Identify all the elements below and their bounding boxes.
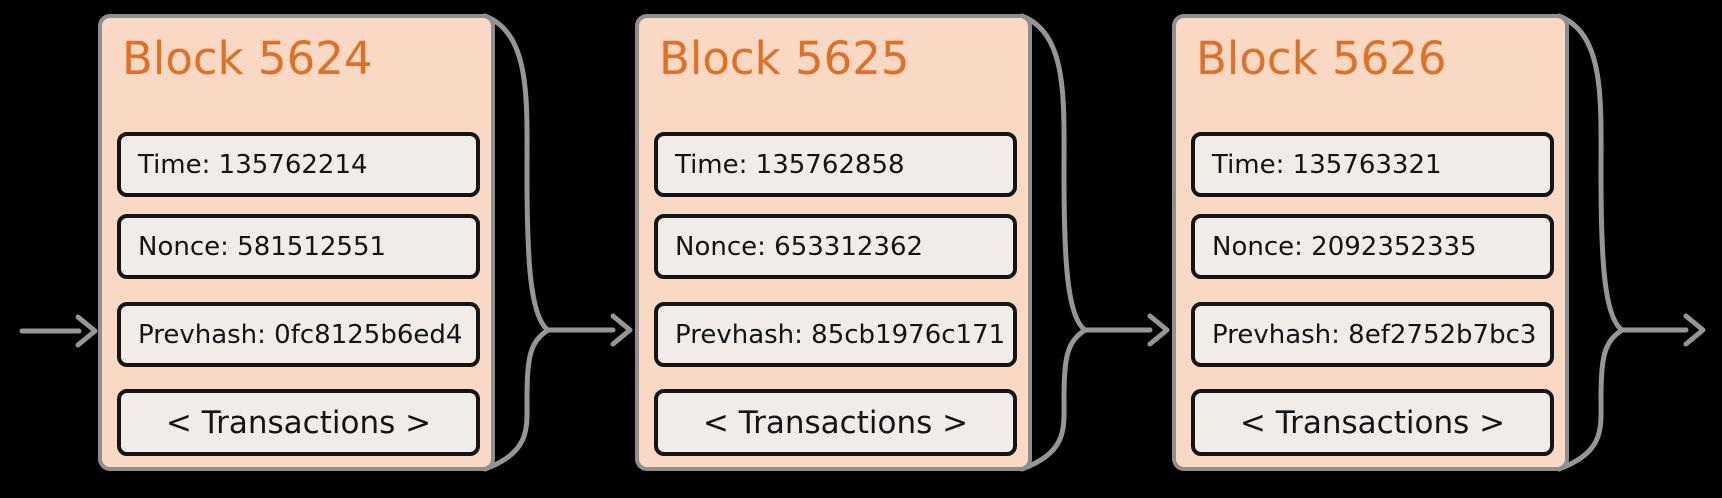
time-field[interactable]: Time: 135762858 xyxy=(654,132,1017,197)
block-card-5626: Block 5626 Time: 135763321 Nonce: 209235… xyxy=(1172,14,1569,471)
block-card-5625: Block 5625 Time: 135762858 Nonce: 653312… xyxy=(635,14,1032,471)
time-field[interactable]: Time: 135762214 xyxy=(117,132,480,197)
hash-connector-5625-to-5626 xyxy=(1019,13,1170,472)
hash-connector-5624-to-5625 xyxy=(482,13,633,472)
block-title: Block 5626 xyxy=(1196,32,1447,85)
block-title: Block 5625 xyxy=(659,32,910,85)
prevhash-field[interactable]: Prevhash: 0fc8125b6ed4 xyxy=(117,302,480,367)
nonce-field[interactable]: Nonce: 581512551 xyxy=(117,214,480,279)
incoming-hash-arrow xyxy=(19,314,98,348)
block-title: Block 5624 xyxy=(122,32,373,85)
outgoing-hash-connector-5626 xyxy=(1556,13,1706,472)
transactions-button[interactable]: < Transactions > xyxy=(117,389,480,456)
prevhash-field[interactable]: Prevhash: 85cb1976c171 xyxy=(654,302,1017,367)
transactions-button[interactable]: < Transactions > xyxy=(1191,389,1554,456)
nonce-field[interactable]: Nonce: 653312362 xyxy=(654,214,1017,279)
transactions-button[interactable]: < Transactions > xyxy=(654,389,1017,456)
nonce-field[interactable]: Nonce: 2092352335 xyxy=(1191,214,1554,279)
time-field[interactable]: Time: 135763321 xyxy=(1191,132,1554,197)
block-card-5624: Block 5624 Time: 135762214 Nonce: 581512… xyxy=(98,14,495,471)
prevhash-field[interactable]: Prevhash: 8ef2752b7bc3 xyxy=(1191,302,1554,367)
